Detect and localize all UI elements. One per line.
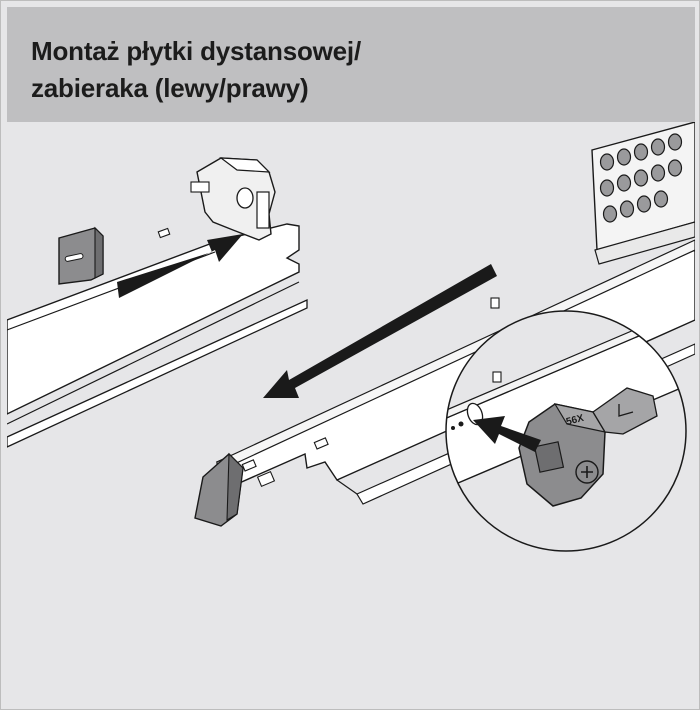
slide-direction-arrow xyxy=(263,264,497,398)
spacer-clip-installed xyxy=(190,157,276,241)
assembly-drawing: 56X xyxy=(7,122,695,552)
instruction-header: Montaż płytki dystansowej/ zabieraka (le… xyxy=(7,7,695,122)
clip-part-label: 56X xyxy=(565,413,585,428)
clip-insert-arrow xyxy=(473,416,541,452)
spacer-clip-detail: 56X xyxy=(518,387,658,507)
instruction-title-line-1: Montaż płytki dystansowej/ xyxy=(31,36,361,66)
front-end-clip xyxy=(194,452,244,527)
assembly-illustration: 56X xyxy=(7,122,695,705)
left-drawer-runner xyxy=(7,223,308,448)
hole-row xyxy=(599,133,683,223)
instruction-title-line-2: zabieraka (lewy/prawy) xyxy=(31,73,309,103)
detail-magnifier: 56X xyxy=(445,310,687,552)
cabinet-side-panel xyxy=(591,122,695,265)
insert-direction-arrow xyxy=(117,234,243,298)
spacer-plate xyxy=(58,226,104,285)
